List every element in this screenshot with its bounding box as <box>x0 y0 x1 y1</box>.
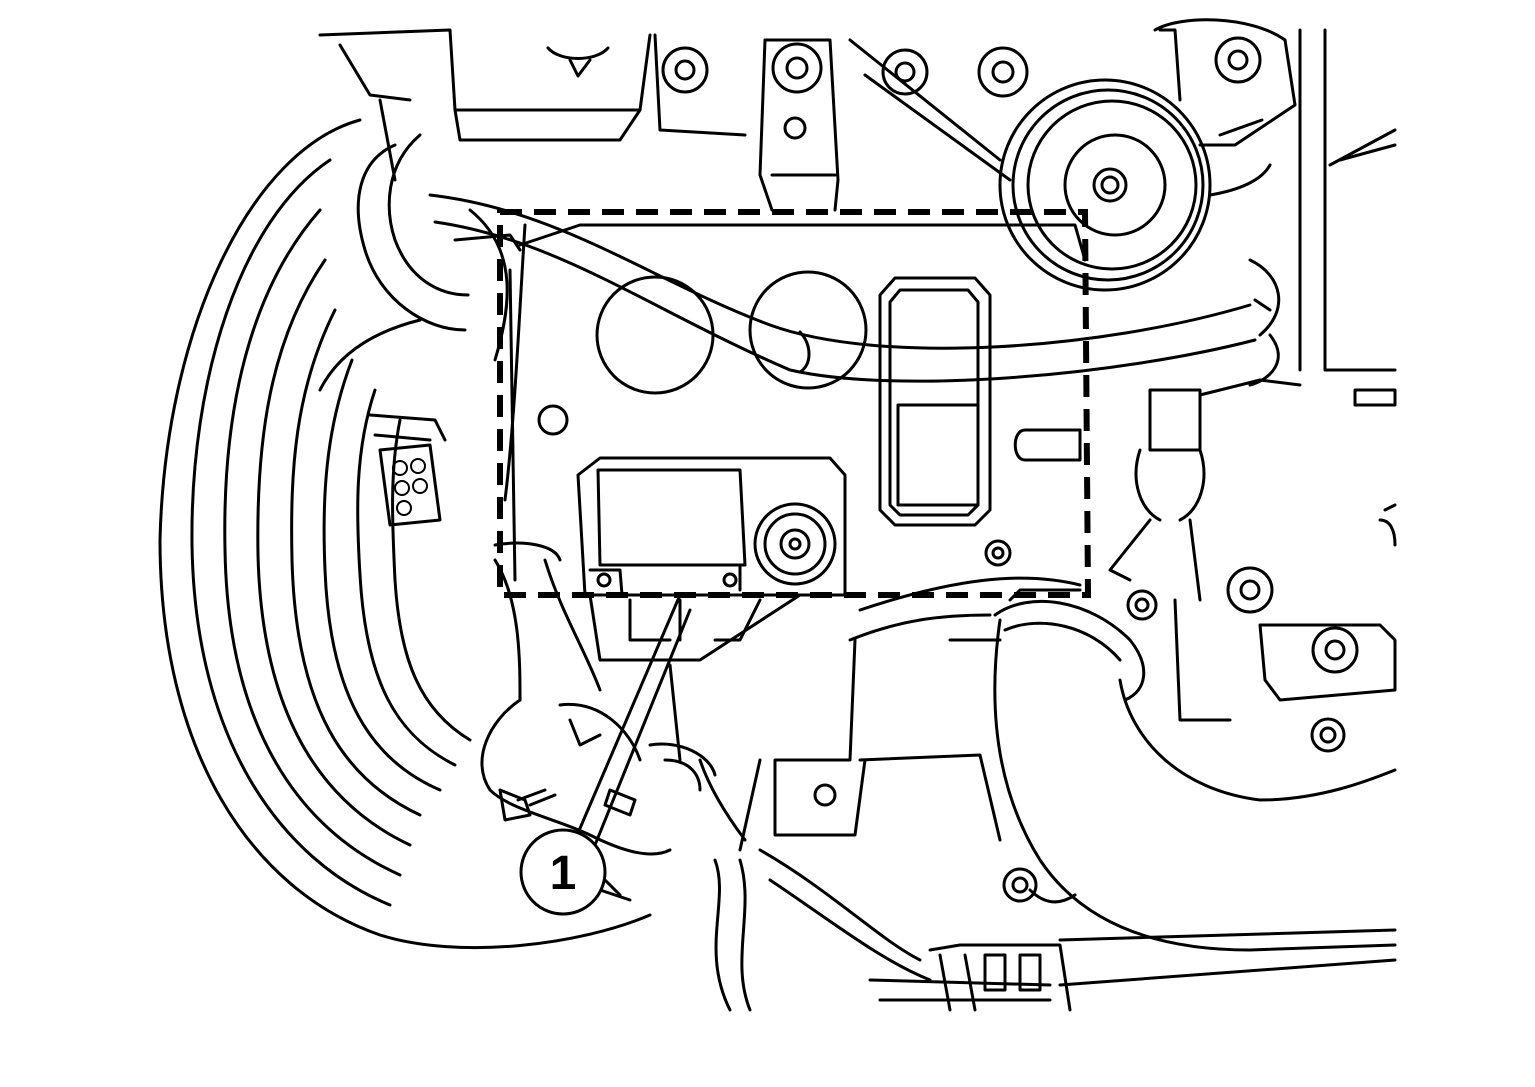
callout-1: 1 <box>519 593 692 916</box>
top-bolts <box>661 36 1262 140</box>
lower-connector <box>480 541 747 902</box>
top-mount-bracket <box>318 28 652 182</box>
callout-leader-line-b <box>593 608 692 847</box>
sensor-module <box>576 456 847 597</box>
highlight-area-frame <box>497 209 1092 598</box>
callout-circle <box>519 828 607 916</box>
left-pulley <box>158 118 652 950</box>
right-hose <box>993 378 1397 952</box>
idler-pulley <box>998 78 1272 292</box>
control-module <box>878 276 992 527</box>
callout-leader-line-a <box>573 593 682 842</box>
side-connector <box>368 413 447 527</box>
lower-wiring <box>713 848 1397 1012</box>
central-housing <box>508 223 1087 582</box>
left-hose <box>318 133 527 502</box>
bracket-arm <box>653 18 1397 407</box>
callout-label: 1 <box>550 847 577 900</box>
wiring-harness-upper <box>428 193 1281 387</box>
lower-housing <box>568 576 1082 852</box>
right-bolts <box>1002 503 1397 903</box>
